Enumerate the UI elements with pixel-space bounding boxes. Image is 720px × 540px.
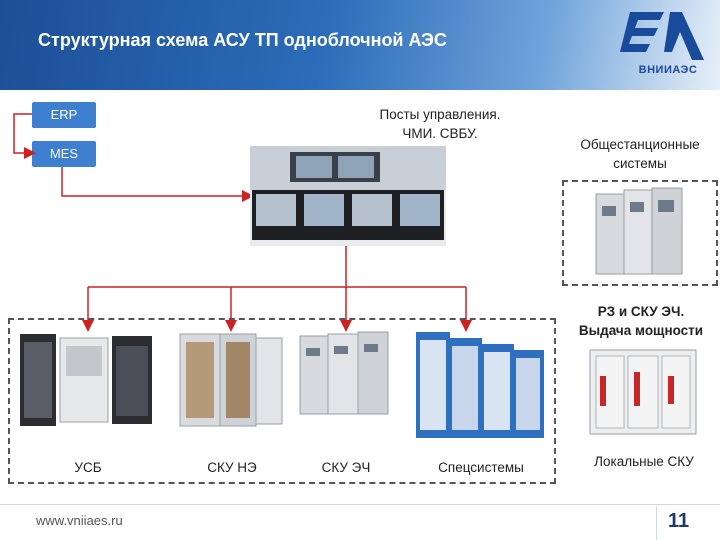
plant-cabinets-image — [595, 187, 683, 275]
usb-label: УСБ — [74, 460, 102, 475]
vniiaes-logo-icon — [620, 12, 704, 60]
rz-label: РЗ и СКУ ЭЧ. Выдача мощности — [562, 302, 720, 340]
control-posts-line2: ЧМИ. СВБУ. — [402, 126, 478, 141]
sku-ne-label: СКУ НЭ — [207, 460, 257, 475]
systems-box — [8, 318, 556, 484]
plant-systems-line1: Общестанционные — [580, 137, 700, 152]
usb-cabinets-image — [20, 334, 152, 426]
local-sku-label: Локальные СКУ — [594, 454, 694, 469]
logo-text: ВНИИАЭС — [638, 64, 698, 76]
control-posts-label: Посты управления. ЧМИ. СВБУ. — [330, 105, 550, 143]
control-posts-line1: Посты управления. — [379, 107, 501, 122]
rz-line1: РЗ и СКУ ЭЧ. — [597, 304, 685, 319]
rz-cabinets-image — [589, 349, 697, 435]
rz-line2: Выдача мощности — [578, 323, 704, 338]
plant-systems-line2: системы — [613, 156, 667, 171]
sku-ech-cabinets-image — [299, 331, 389, 415]
header-banner: Структурная схема АСУ ТП одноблочной АЭС — [0, 0, 720, 90]
footer-separator — [656, 506, 657, 540]
mes-button[interactable]: MES — [32, 141, 96, 167]
footer-url[interactable]: www.vniiaes.ru — [36, 513, 123, 528]
page-title: Структурная схема АСУ ТП одноблочной АЭС — [38, 30, 447, 50]
sku-ne-cabinets-image — [179, 333, 283, 427]
sku-ech-label: СКУ ЭЧ — [321, 460, 371, 475]
page-number: 11 — [668, 510, 690, 532]
control-room-image — [250, 146, 446, 246]
spec-systems-label: Спецсистемы — [438, 460, 524, 475]
erp-button[interactable]: ERP — [32, 102, 96, 128]
plant-systems-box — [562, 180, 718, 286]
special-systems-image — [416, 332, 544, 438]
plant-systems-label: Общестанционные системы — [560, 135, 720, 173]
footer-divider — [0, 504, 720, 505]
